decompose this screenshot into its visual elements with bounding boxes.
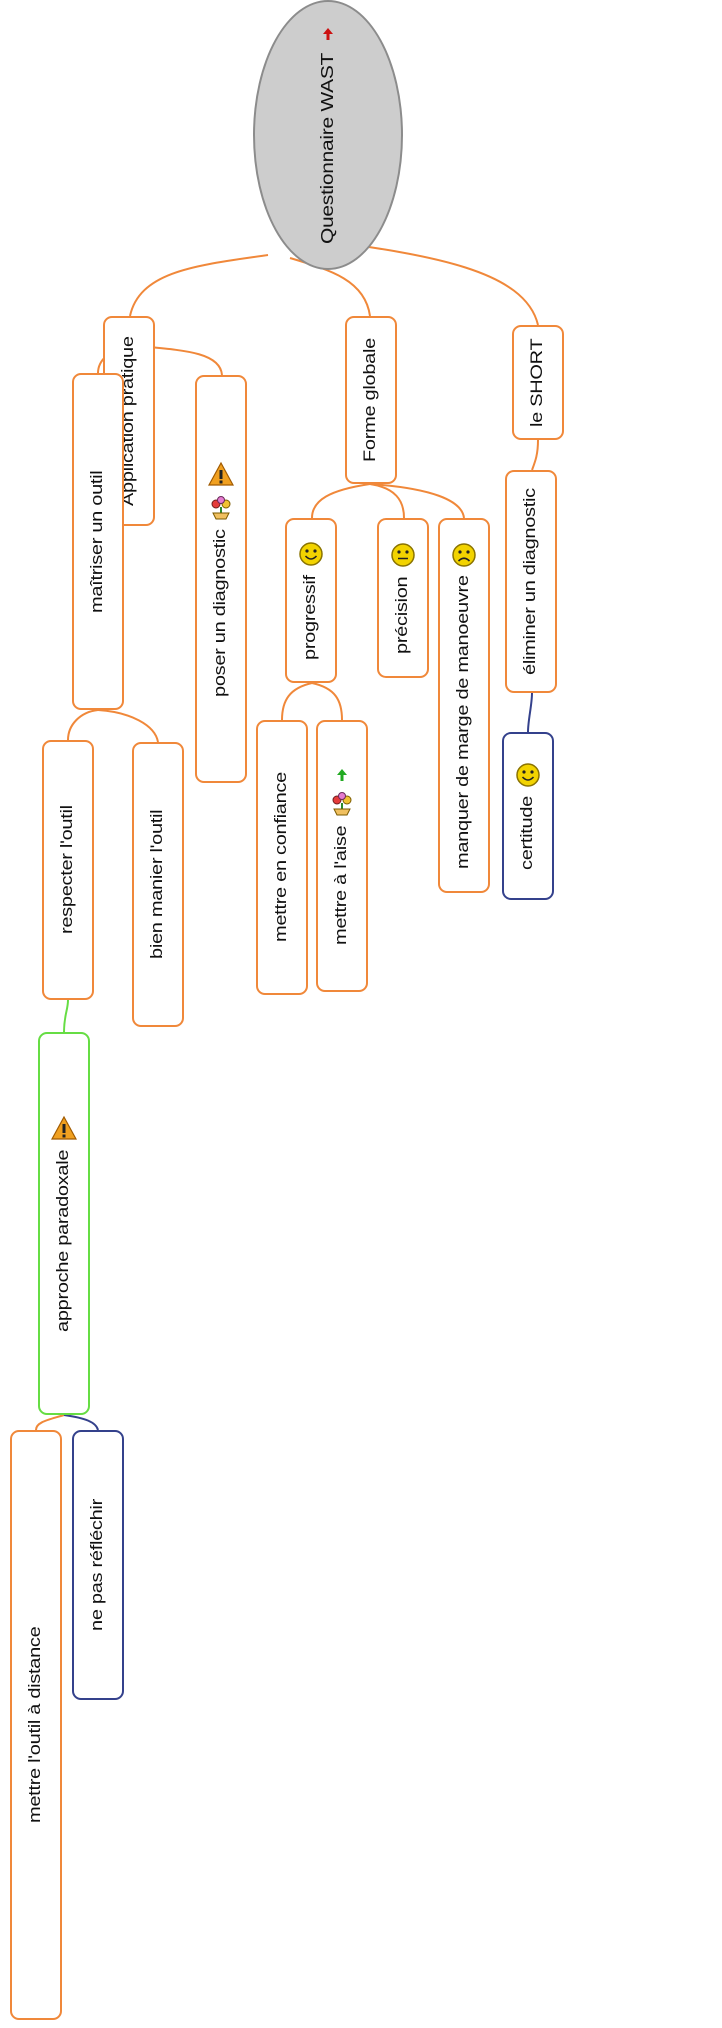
node-label: poser un diagnostic	[211, 529, 230, 697]
edge-approche-reflechir	[63, 1414, 99, 1431]
node-label: certitude	[518, 796, 537, 871]
edge-progressif-confiance	[281, 682, 313, 721]
warning-icon	[51, 1115, 77, 1141]
edge-forme-manquer	[369, 483, 465, 519]
node-respecter-l-outil[interactable]: respecter l'outil	[42, 740, 94, 1000]
node-mettre-en-confiance[interactable]: mettre en confiance	[256, 720, 308, 995]
node-label: Forme globale	[361, 338, 380, 462]
node-label: respecter l'outil	[58, 805, 77, 935]
red-up-arrow-icon	[320, 26, 336, 42]
node-label: maîtriser un outil	[88, 470, 107, 613]
smiley-neutral-icon	[390, 542, 416, 568]
node-forme-globale[interactable]: Forme globale	[345, 316, 397, 484]
node-bien-manier-l-outil[interactable]: bien manier l'outil	[132, 742, 184, 1027]
node-label: manquer de marge de manoeuvre	[454, 575, 473, 870]
node-progressif[interactable]: progressif	[285, 518, 337, 683]
node-le-short[interactable]: le SHORT	[512, 325, 564, 440]
node-ne-pas-reflechir[interactable]: ne pas réfléchir	[72, 1430, 124, 1700]
node-precision[interactable]: précision	[377, 518, 429, 678]
root-node-questionnaire-wast[interactable]: Questionnaire WAST	[253, 0, 403, 270]
edge-root-application	[129, 254, 269, 317]
node-eliminer-un-diagnostic[interactable]: éliminer un diagnostic	[505, 470, 557, 693]
node-mettre-a-l-aise[interactable]: mettre à l'aise	[316, 720, 368, 992]
warning-icon	[208, 461, 234, 487]
edge-approche-distance	[35, 1414, 65, 1431]
node-label: mettre à l'aise	[332, 825, 351, 945]
smiley-sad-icon	[451, 542, 477, 568]
node-label: mettre en confiance	[272, 772, 291, 943]
node-poser-un-diagnostic[interactable]: poser un diagnostic	[195, 375, 247, 783]
node-label: approche paradoxale	[54, 1149, 73, 1332]
smiley-happy-icon	[298, 541, 324, 567]
edge-respecter-approche	[63, 999, 69, 1033]
edge-forme-progressif	[311, 483, 371, 519]
node-label: précision	[393, 576, 412, 654]
edge-eliminer-certitude	[527, 692, 533, 733]
smiley-happy-icon	[515, 762, 541, 788]
root-label: Questionnaire WAST	[318, 52, 338, 244]
node-label: ne pas réfléchir	[88, 1499, 107, 1631]
edge-short-eliminer	[531, 439, 539, 471]
edge-maitriser-respecter	[67, 709, 99, 741]
node-label: mettre l'outil à distance	[26, 1626, 45, 1824]
node-mettre-l-outil-a-distance[interactable]: mettre l'outil à distance	[10, 1430, 62, 2020]
node-certitude[interactable]: certitude	[502, 732, 554, 900]
flowers-icon	[329, 791, 355, 817]
node-manquer-de-marge-de-manoeuvre[interactable]: manquer de marge de manoeuvre	[438, 518, 490, 893]
flowers-icon	[208, 495, 234, 521]
node-label: éliminer un diagnostic	[521, 488, 540, 675]
edge-progressif-aise	[311, 682, 343, 721]
node-label: le SHORT	[528, 338, 547, 427]
edge-forme-precision	[369, 483, 405, 519]
edge-maitriser-bien	[97, 709, 159, 743]
node-maitriser-un-outil[interactable]: maîtriser un outil	[72, 373, 124, 710]
node-label: progressif	[301, 575, 320, 660]
green-up-arrow-icon	[334, 767, 350, 783]
node-label: bien manier l'outil	[148, 809, 167, 960]
node-approche-paradoxale[interactable]: approche paradoxale	[38, 1032, 90, 1415]
